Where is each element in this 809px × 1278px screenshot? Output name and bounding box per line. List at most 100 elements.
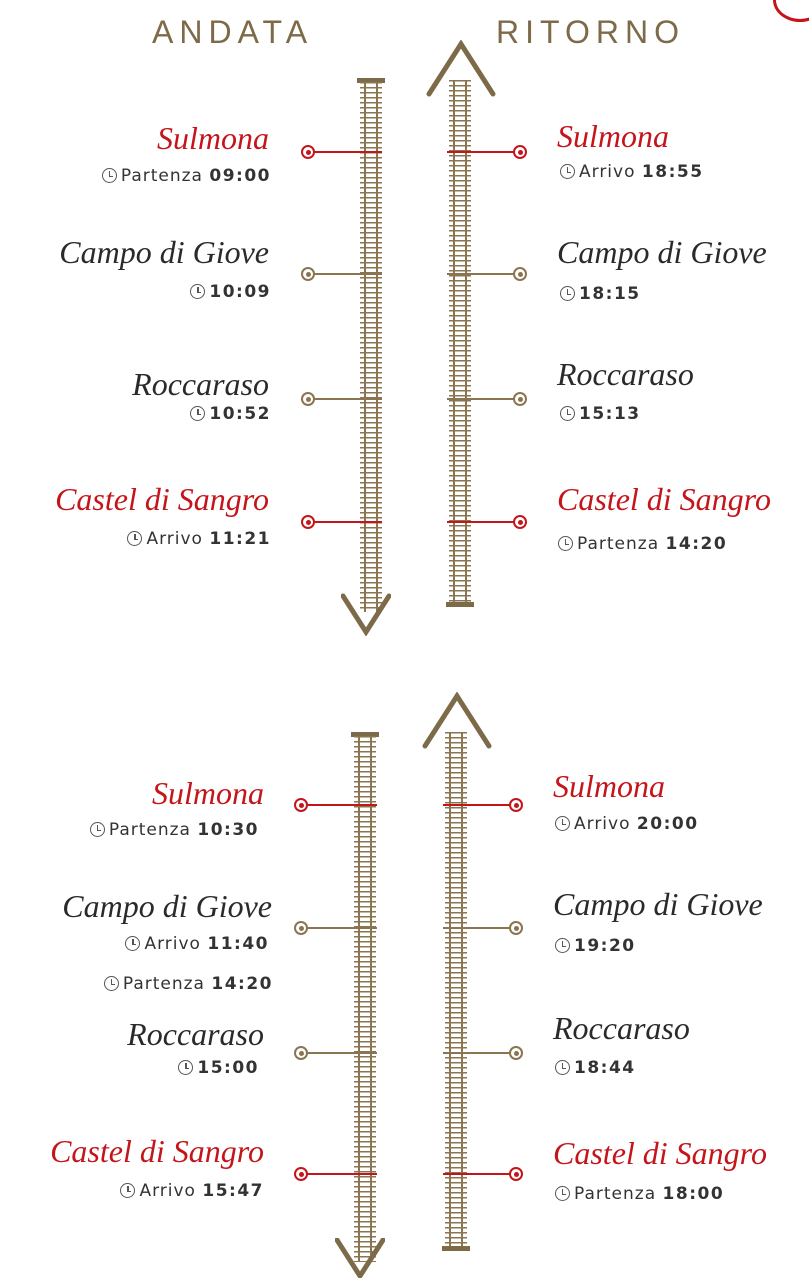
clock-icon xyxy=(101,168,117,183)
target-dot-icon xyxy=(301,145,315,159)
station-name: Sulmona xyxy=(152,775,264,811)
station-name: Castel di Sangro xyxy=(55,481,269,517)
time-value: 11:40 xyxy=(207,934,269,954)
time-row: 10:09 xyxy=(190,284,271,301)
target-dot-icon xyxy=(509,1167,523,1181)
target-dot-icon xyxy=(301,267,315,281)
time-label: Arrivo xyxy=(144,934,201,954)
target-dot-icon xyxy=(294,798,308,812)
connector-line xyxy=(443,927,515,929)
clock-icon xyxy=(555,938,570,953)
arrow-down-icon xyxy=(335,1238,385,1278)
time-row: 18:15 xyxy=(560,286,641,303)
time-row: 15:00 xyxy=(178,1060,259,1077)
clock-icon xyxy=(560,406,575,421)
clock-icon xyxy=(555,816,570,831)
railway-track-ritorno xyxy=(449,80,471,604)
railway-track-andata xyxy=(360,82,382,612)
station-name: Castel di Sangro xyxy=(50,1133,264,1169)
header-andata: ANDATA xyxy=(152,14,314,50)
time-value: 18:15 xyxy=(579,284,641,304)
time-row: 19:20 xyxy=(555,938,636,955)
brand-logo-fragment xyxy=(773,0,809,22)
clock-icon xyxy=(125,936,141,951)
target-dot-icon xyxy=(509,1046,523,1060)
clock-icon xyxy=(89,822,105,837)
time-value: 18:55 xyxy=(641,162,704,182)
time-label: Partenza xyxy=(122,974,205,994)
station-name: Sulmona xyxy=(157,120,269,156)
station-name: Castel di Sangro xyxy=(557,481,771,517)
connector-line xyxy=(447,273,519,275)
clock-icon xyxy=(103,976,119,991)
connector-line xyxy=(443,1052,515,1054)
time-label: Arrivo xyxy=(139,1181,196,1201)
time-row: Partenza 14:20 xyxy=(103,974,273,994)
connector-line xyxy=(307,804,377,806)
clock-icon xyxy=(120,1183,136,1198)
target-dot-icon xyxy=(301,515,315,529)
target-dot-icon xyxy=(509,798,523,812)
clock-icon xyxy=(560,286,575,301)
track-cap xyxy=(357,78,385,83)
time-row: 18:44 xyxy=(555,1060,636,1077)
clock-icon xyxy=(555,1186,570,1201)
time-label: Partenza xyxy=(574,1184,657,1204)
connector-line xyxy=(314,273,382,275)
time-row: Arrivo 15:47 xyxy=(120,1183,264,1200)
target-dot-icon xyxy=(294,921,308,935)
station-name: Sulmona xyxy=(557,118,669,154)
target-dot-icon xyxy=(294,1046,308,1060)
arrow-up-icon xyxy=(426,40,496,97)
clock-icon xyxy=(560,164,575,179)
clock-icon xyxy=(555,1060,570,1075)
time-row: Partenza 18:00 xyxy=(555,1186,724,1203)
time-row: Partenza 09:00 xyxy=(101,166,271,186)
time-value: 10:30 xyxy=(197,820,259,840)
time-value: 14:20 xyxy=(211,974,273,994)
connector-line xyxy=(307,1173,377,1175)
connector-line xyxy=(447,398,519,400)
time-value: 15:13 xyxy=(579,404,641,424)
time-label: Arrivo xyxy=(574,814,631,834)
target-dot-icon xyxy=(513,515,527,529)
time-value: 10:09 xyxy=(209,282,271,302)
connector-line xyxy=(447,521,519,523)
connector-line xyxy=(307,927,377,929)
clock-icon xyxy=(190,406,206,421)
time-row: 10:52 xyxy=(190,406,271,423)
time-row: Arrivo 20:00 xyxy=(555,816,699,833)
clock-icon xyxy=(178,1060,194,1075)
track-cap xyxy=(446,602,474,607)
time-row: Partenza 14:20 xyxy=(558,536,727,553)
target-dot-icon xyxy=(513,267,527,281)
station-name: Roccaraso xyxy=(132,366,269,402)
track-cap xyxy=(351,732,379,737)
connector-line xyxy=(443,1173,515,1175)
time-row: Arrivo 18:55 xyxy=(560,164,704,181)
connector-line xyxy=(314,151,382,153)
time-value: 09:00 xyxy=(209,166,271,186)
header-ritorno: RITORNO xyxy=(496,14,685,50)
connector-line xyxy=(443,804,515,806)
station-name: Roccaraso xyxy=(127,1016,264,1052)
station-name: Campo di Giove xyxy=(553,886,763,922)
time-value: 20:00 xyxy=(636,814,699,834)
time-row: Arrivo 11:40 xyxy=(125,936,269,953)
connector-line xyxy=(314,398,382,400)
target-dot-icon xyxy=(294,1167,308,1181)
station-name: Roccaraso xyxy=(553,1010,690,1046)
railway-track-andata xyxy=(354,736,376,1262)
time-label: Partenza xyxy=(120,166,203,186)
clock-icon xyxy=(558,536,573,551)
clock-icon xyxy=(127,531,143,546)
arrow-up-icon xyxy=(422,692,492,749)
railway-track-ritorno xyxy=(445,732,467,1248)
station-name: Castel di Sangro xyxy=(553,1135,767,1171)
connector-line xyxy=(314,521,382,523)
time-label: Arrivo xyxy=(146,529,203,549)
time-value: 18:00 xyxy=(662,1184,725,1204)
connector-line xyxy=(307,1052,377,1054)
target-dot-icon xyxy=(513,392,527,406)
station-name: Campo di Giove xyxy=(62,888,272,924)
